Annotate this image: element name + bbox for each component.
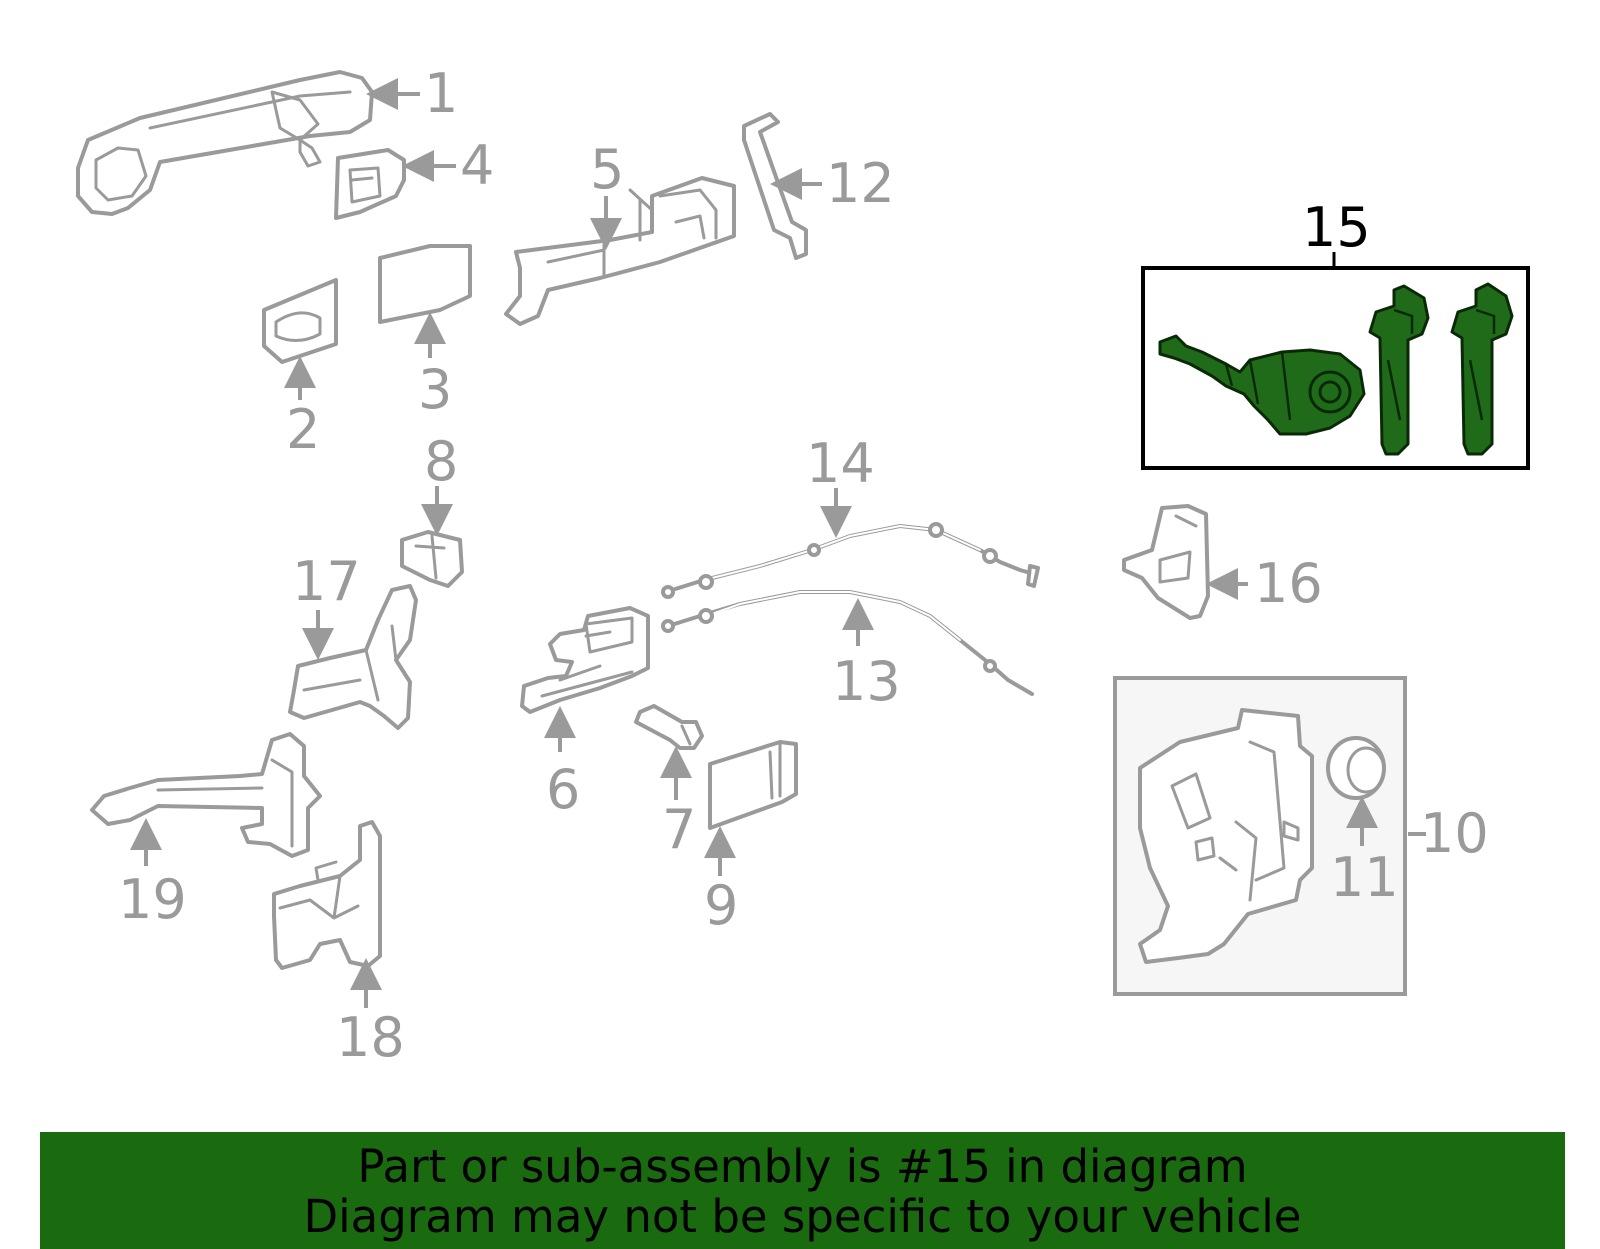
callout-3: 3 (418, 358, 452, 421)
part-14-cable[interactable] (661, 522, 1040, 599)
callout-2: 2 (286, 398, 320, 461)
callout-8: 8 (424, 430, 458, 493)
leader-lines (130, 78, 1426, 1008)
part-10-lock-assembly[interactable] (1113, 676, 1407, 996)
callout-labels: 1 2 3 4 5 6 7 8 9 10 11 12 13 14 15 16 1… (118, 62, 1489, 1069)
callout-17: 17 (292, 550, 361, 613)
banner-line-2: Diagram may not be specific to your vehi… (303, 1190, 1302, 1243)
callout-9: 9 (704, 874, 738, 937)
callout-15[interactable]: 15 (1302, 196, 1371, 259)
part-11-grommet[interactable] (1326, 736, 1386, 800)
part-9-pad[interactable] (708, 740, 798, 830)
banner-line-1: Part or sub-assembly is #15 in diagram (357, 1140, 1248, 1193)
part-4-handle-cover[interactable] (334, 148, 406, 220)
part-8-clip[interactable] (400, 530, 464, 588)
part-17-hinge[interactable] (288, 584, 418, 730)
part-16-striker[interactable] (1122, 504, 1210, 620)
callout-6: 6 (546, 758, 580, 821)
part-5-handle-frame[interactable] (504, 176, 736, 326)
callout-14: 14 (806, 432, 875, 495)
part-7-screw[interactable] (634, 704, 704, 750)
part-3-cover-plate[interactable] (378, 244, 472, 324)
callout-5: 5 (590, 138, 624, 201)
info-banner: Part or sub-assembly is #15 in diagram D… (40, 1132, 1565, 1249)
part-6-inside-handle[interactable] (520, 606, 650, 714)
part-15-lock-cylinder-set[interactable] (1141, 266, 1530, 470)
callout-4: 4 (460, 134, 494, 197)
callout-18: 18 (336, 1006, 405, 1069)
callout-19: 19 (118, 868, 187, 931)
callout-11: 11 (1330, 846, 1399, 909)
callout-12: 12 (826, 152, 895, 215)
callout-16: 16 (1254, 552, 1323, 615)
callout-13: 13 (832, 650, 901, 713)
callout-7: 7 (662, 798, 696, 861)
part-2-pad[interactable] (262, 278, 338, 364)
part-13-cable[interactable] (661, 590, 1034, 696)
callout-10: 10 (1420, 802, 1489, 865)
part-19-door-check[interactable] (90, 732, 322, 858)
callout-1: 1 (424, 62, 458, 125)
part-1-outside-handle[interactable] (76, 70, 374, 216)
